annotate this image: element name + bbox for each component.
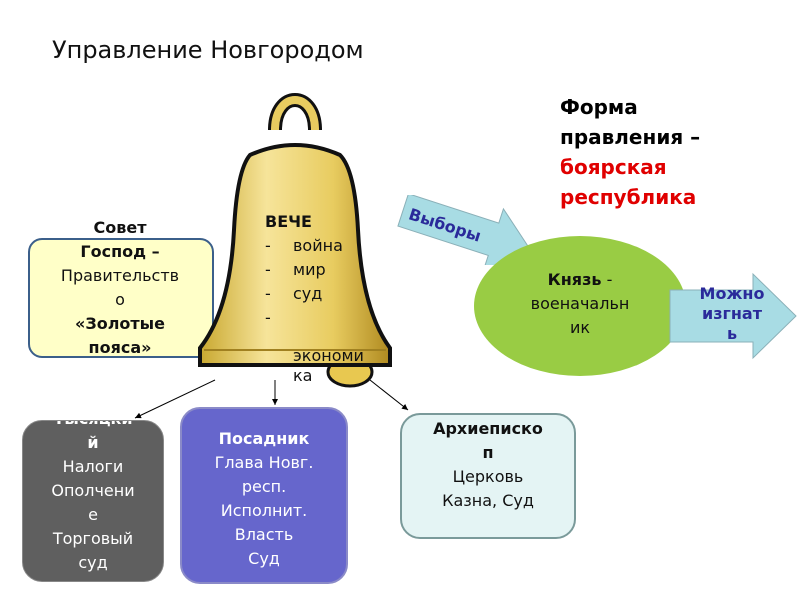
arrow-to-archbishop bbox=[369, 379, 409, 411]
government-form: Форма правления – боярская республика bbox=[560, 92, 700, 212]
prince-title: Князь bbox=[547, 270, 602, 289]
tysyatsky-title: Тысяцки bbox=[23, 421, 163, 431]
council-line: «Золотые bbox=[75, 314, 165, 333]
box-line: Налоги bbox=[62, 457, 124, 476]
form-line: боярская bbox=[560, 155, 667, 179]
council-of-lords: Совет Господ – Правительств о «Золотые п… bbox=[28, 216, 212, 360]
veche-title: ВЕЧЕ bbox=[265, 212, 312, 231]
council-box bbox=[28, 238, 214, 358]
veche-item-economy: экономи bbox=[293, 346, 364, 365]
box-line: респ. bbox=[241, 477, 287, 496]
box-line: Суд bbox=[248, 549, 280, 568]
expel-label: Можно изгнат ь bbox=[682, 284, 782, 344]
prince-line: военачальн bbox=[530, 294, 630, 313]
tysyatsky-box: Тысяцки й Налоги Ополчени е Торговый суд bbox=[22, 420, 164, 582]
veche-item: -мир bbox=[265, 260, 326, 279]
veche-item: -война bbox=[265, 236, 343, 255]
council-line: Правительств bbox=[60, 266, 180, 285]
posadnik-box: Посадник Глава Новг. респ. Исполнит. Вла… bbox=[180, 407, 348, 584]
form-line: Форма bbox=[560, 95, 638, 119]
box-line: Торговый bbox=[52, 529, 134, 548]
arrow-to-tysyatsky bbox=[134, 379, 216, 419]
archbishop-title: п bbox=[482, 443, 494, 462]
veche-assembly: ВЕЧЕ -война -мир -суд - экономи ка bbox=[265, 210, 364, 388]
council-line: Господ – bbox=[80, 242, 160, 261]
slide-title: Управление Новгородом bbox=[52, 36, 364, 64]
council-line: пояса» bbox=[88, 338, 152, 357]
expel-line: ь bbox=[726, 324, 738, 343]
bell-icon bbox=[198, 93, 392, 388]
elections-arrow: Выборы bbox=[397, 195, 533, 265]
box-line: Церковь bbox=[452, 467, 524, 486]
archbishop-box: Архиеписко п Церковь Казна, Суд bbox=[400, 413, 576, 539]
posadnik-title: Посадник bbox=[218, 429, 310, 448]
veche-item-economy-cont: ка bbox=[293, 366, 313, 385]
veche-item: - bbox=[265, 308, 271, 327]
box-line: Глава Новг. bbox=[214, 453, 314, 472]
expel-line: изгнат bbox=[702, 304, 762, 323]
box-line: суд bbox=[78, 553, 108, 572]
council-line: о bbox=[115, 290, 125, 309]
prince: Князь - военачальн ик bbox=[490, 268, 670, 340]
box-line: е bbox=[88, 505, 98, 524]
box-line: Казна, Суд bbox=[442, 491, 534, 510]
box-line: Ополчени bbox=[51, 481, 135, 500]
tysyatsky-title: й bbox=[87, 433, 99, 452]
council-line: Совет bbox=[93, 218, 147, 237]
archbishop-title: Архиеписко bbox=[433, 419, 543, 438]
veche-item: -суд bbox=[265, 284, 323, 303]
prince-line: ик bbox=[569, 318, 591, 337]
form-line: правления – bbox=[560, 125, 701, 149]
expel-arrow bbox=[669, 272, 797, 360]
prince-ellipse bbox=[474, 236, 686, 376]
expel-line: Можно bbox=[699, 284, 765, 303]
box-line: Исполнит. bbox=[220, 501, 308, 520]
form-line: республика bbox=[560, 185, 697, 209]
box-line: Власть bbox=[234, 525, 294, 544]
prince-dash: - bbox=[601, 270, 613, 289]
